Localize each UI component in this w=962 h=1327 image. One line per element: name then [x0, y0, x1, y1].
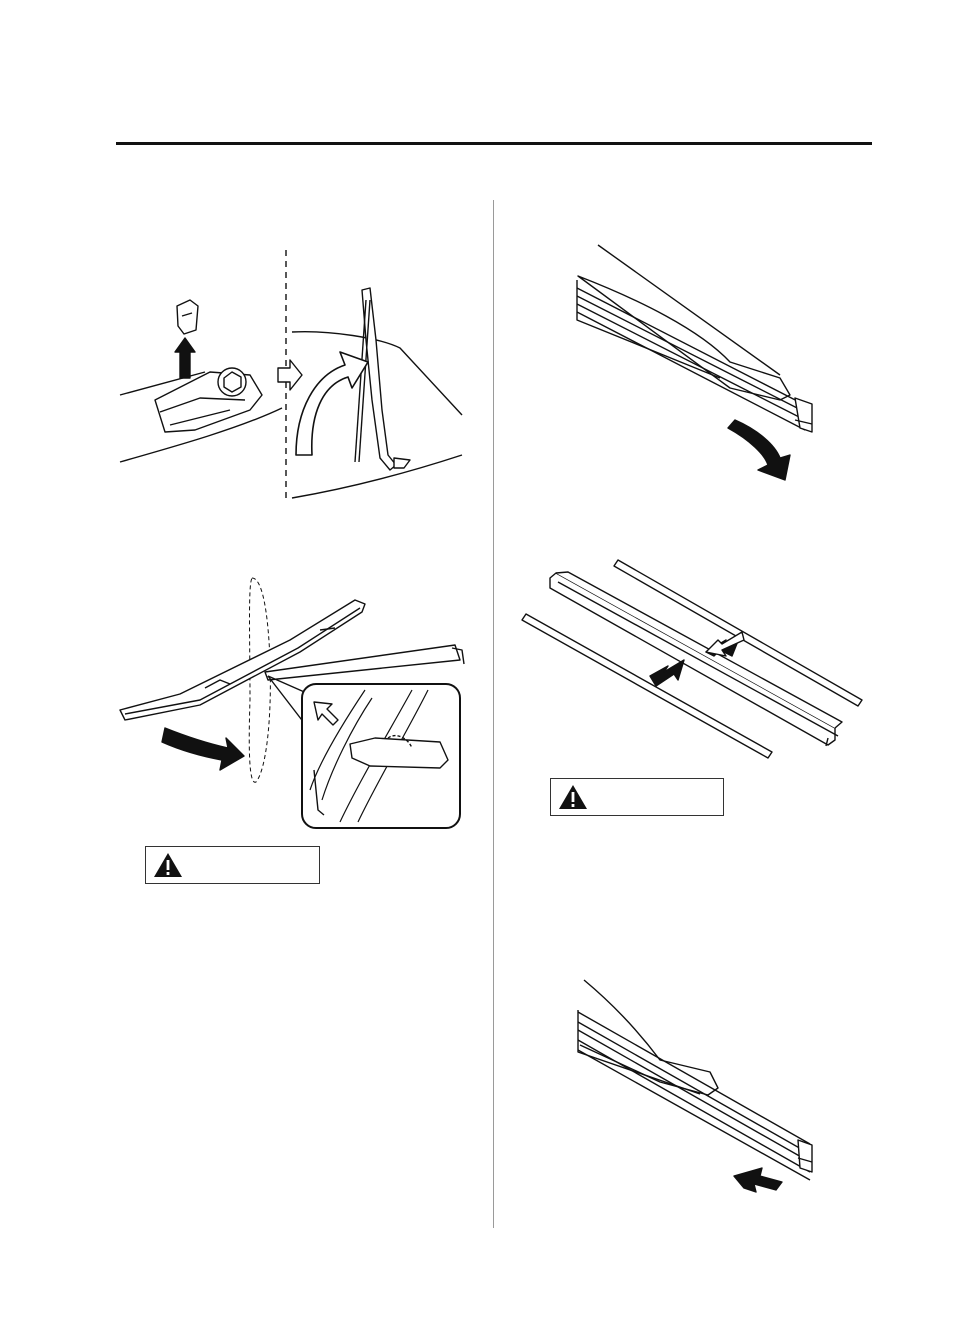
next-step-arrow-icon — [277, 359, 303, 391]
caution-box-right — [550, 778, 724, 816]
slide-right-arrow-icon — [649, 659, 685, 687]
rotate-up-arrow-icon — [295, 351, 369, 456]
figure-rubber-and-stiffeners — [521, 559, 863, 759]
warning-triangle-icon — [154, 853, 182, 877]
swing-arrow-icon — [161, 727, 245, 771]
figure-blade-end-removal — [576, 244, 813, 481]
header-rule — [116, 142, 872, 145]
column-divider — [493, 200, 494, 1228]
pull-down-arrow-icon — [727, 419, 791, 481]
warning-triangle-icon — [559, 785, 587, 809]
figure-wiper-blade-release — [119, 577, 465, 829]
inset-arrow-icon — [313, 701, 339, 726]
figure-wiper-arm-cap-and-raise — [119, 250, 463, 502]
push-arrow-icon — [733, 1167, 783, 1193]
up-arrow-icon — [174, 337, 196, 379]
figure-blade-insert — [577, 979, 813, 1193]
caution-box-left — [145, 846, 320, 884]
